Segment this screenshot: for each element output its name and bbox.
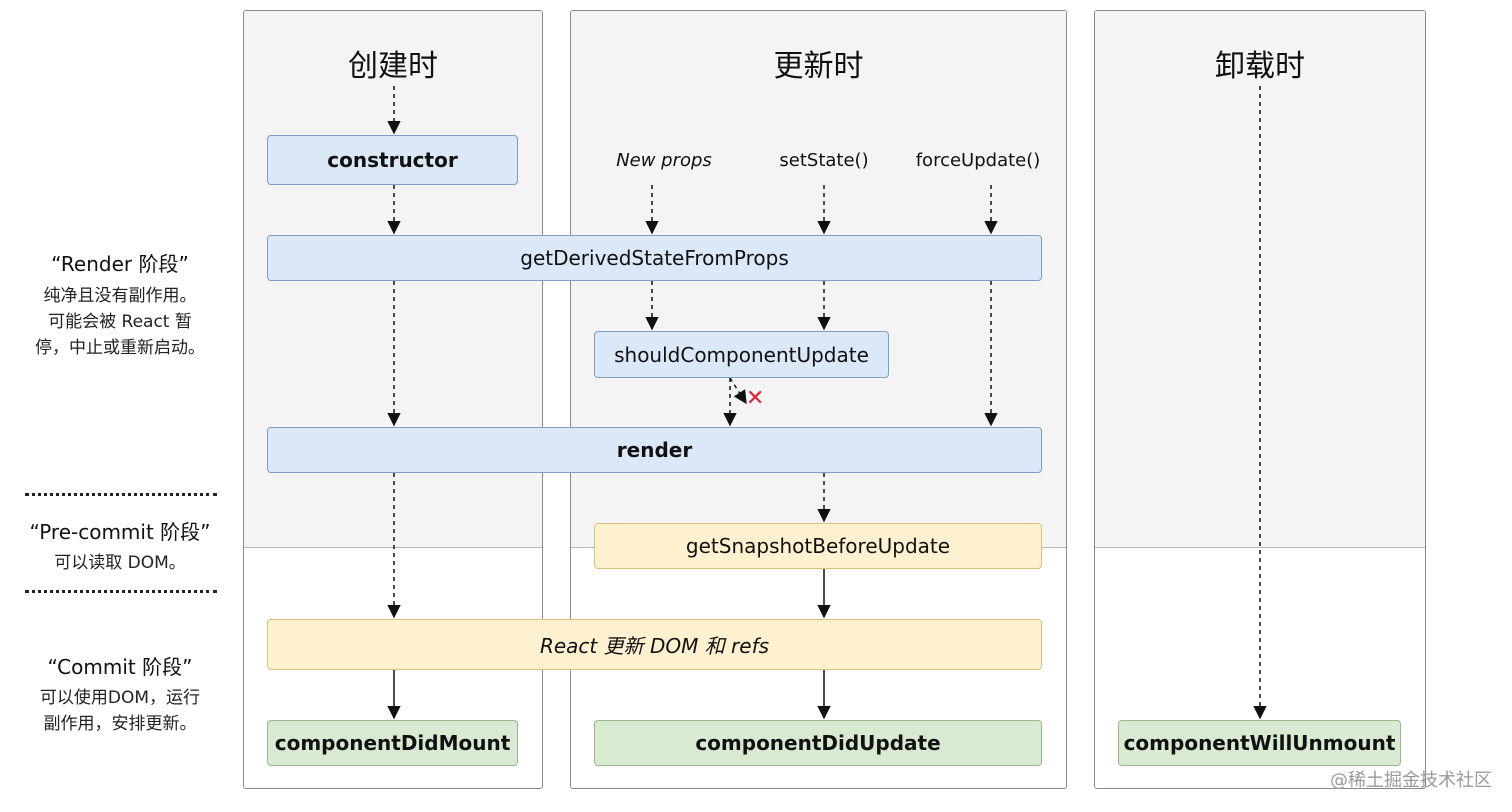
trigger-new-props: New props — [616, 150, 712, 171]
get-derived-state-box: getDerivedStateFromProps — [267, 235, 1042, 281]
component-will-unmount-box: componentWillUnmount — [1118, 720, 1401, 766]
commit-phase-desc-line2: 副作用，安排更新。 — [43, 714, 197, 734]
component-did-mount-box: componentDidMount — [267, 720, 518, 766]
skip-x-icon: ✕ — [746, 386, 765, 411]
get-snapshot-box: getSnapshotBeforeUpdate — [594, 523, 1042, 569]
unmount-column-title: 卸载时 — [1215, 49, 1305, 84]
precommit-phase-desc: 可以读取 DOM。 — [54, 553, 186, 573]
trigger-force-update: forceUpdate() — [915, 150, 1041, 171]
watermark: @稀土掘金技术社区 — [1330, 770, 1492, 791]
render-phase-desc-line1: 纯净且没有副作用。 — [43, 286, 197, 306]
commit-phase-title: “Commit 阶段” — [47, 655, 193, 679]
component-did-update-box: componentDidUpdate — [594, 720, 1042, 766]
mount-column-title: 创建时 — [348, 49, 438, 84]
commit-phase-desc-line1: 可以使用DOM，运行 — [39, 688, 201, 708]
phase-divider — [25, 493, 217, 496]
constructor-box: constructor — [267, 135, 518, 185]
phase-divider — [25, 590, 217, 593]
render-phase-desc-line2: 可能会被 React 暂 — [48, 312, 192, 332]
render-box: render — [267, 427, 1042, 473]
render-phase-desc-line3: 停，中止或重新启动。 — [35, 338, 205, 358]
react-updates-dom-box: React 更新 DOM 和 refs — [267, 619, 1042, 670]
should-component-update-box: shouldComponentUpdate — [594, 331, 889, 378]
trigger-set-state: setState() — [779, 150, 869, 171]
precommit-phase-title: “Pre-commit 阶段” — [29, 520, 211, 544]
render-phase-title: “Render 阶段” — [51, 252, 189, 276]
arrow-scu-skip — [729, 377, 747, 405]
update-column-title: 更新时 — [773, 49, 864, 84]
